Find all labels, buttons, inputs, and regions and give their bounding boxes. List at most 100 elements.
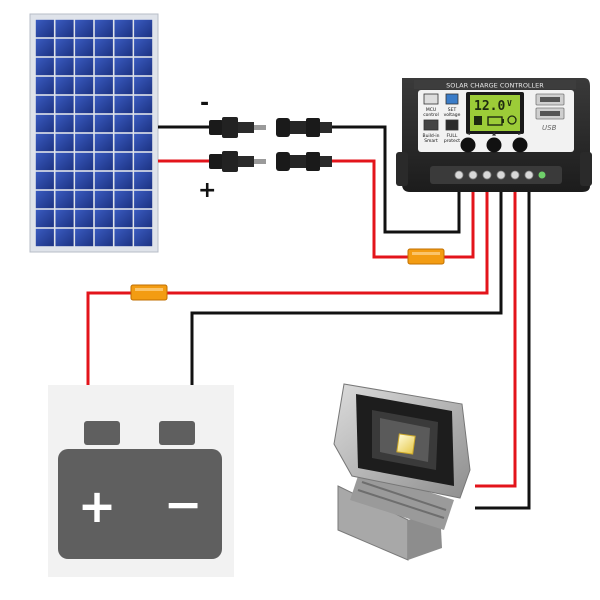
solar-cell (35, 133, 54, 152)
solar-cell (134, 76, 153, 95)
battery-body (58, 449, 222, 559)
solar-cell (94, 19, 113, 38)
controller-wiring (86, 125, 531, 510)
solar-cell (114, 228, 133, 247)
feature-label-2-line2: Smart (424, 138, 438, 144)
solar-cell (55, 228, 74, 247)
solar-cell (134, 114, 153, 133)
solar-cell (55, 133, 74, 152)
solar-cell (94, 76, 113, 95)
solar-cell (55, 95, 74, 114)
solar-cell (114, 171, 133, 190)
solar-panel (29, 13, 159, 253)
solar-negative-wire (332, 125, 461, 234)
solar-cell (94, 57, 113, 76)
battery-positive-terminal (84, 421, 120, 445)
solar-cell (75, 114, 94, 133)
solar-cell (75, 171, 94, 190)
controller-button-middle[interactable] (486, 137, 502, 153)
battery-negative-wire (190, 190, 503, 408)
solar-cell (94, 38, 113, 57)
solar-cell (75, 190, 94, 209)
solar-cell (75, 38, 94, 57)
svg-text:◄: ◄ (466, 131, 470, 137)
feature-label-0-line1: MCU (426, 107, 436, 113)
solar-cell (114, 190, 133, 209)
feature-label-3-line2: protect (444, 138, 460, 144)
solar-cell (35, 19, 54, 38)
solar-cell (134, 133, 153, 152)
solar-cell (94, 171, 113, 190)
solar-cell (94, 190, 113, 209)
solar-cell (134, 38, 153, 57)
solar-cell (55, 190, 74, 209)
solar-cell (114, 19, 133, 38)
solar-cell (114, 133, 133, 152)
solar-cell (94, 228, 113, 247)
solar-cell (134, 228, 153, 247)
controller-button-right[interactable] (512, 137, 528, 153)
svg-text:►: ► (518, 131, 522, 137)
feature-label-3-line1: FULL (447, 133, 458, 139)
lcd-voltage-unit: V (507, 99, 512, 108)
solar-cell (55, 38, 74, 57)
terminal-screw (454, 170, 464, 180)
solar-cell (35, 76, 54, 95)
controller-terminals (454, 170, 546, 180)
solar-cell (94, 152, 113, 171)
solar-inline-fuse (407, 248, 445, 265)
controller-feature-icons: MCU control SET voltage Build-in Smart F… (422, 93, 461, 144)
terminal-screw (496, 170, 506, 180)
solar-cell (94, 209, 113, 228)
load-positive-wire (475, 190, 517, 488)
solar-charge-controller: SOLAR CHARGE CONTROLLER MCU control SET … (396, 78, 592, 192)
battery-minus-symbol: − (164, 477, 203, 531)
solar-cell (35, 114, 54, 133)
panel-negative-sign: - (200, 91, 209, 116)
led-flood-light (333, 383, 471, 561)
solar-positive-wire (332, 159, 475, 259)
solar-cell (35, 209, 54, 228)
panel-leads (158, 125, 210, 163)
controller-button-left[interactable] (460, 137, 476, 153)
controller-title: SOLAR CHARGE CONTROLLER (446, 82, 544, 90)
solar-cell (55, 76, 74, 95)
solar-cell (134, 190, 153, 209)
terminal-screw (468, 170, 478, 180)
panel-positive-sign: + (198, 178, 216, 203)
svg-text:▲: ▲ (492, 131, 496, 137)
solar-cell (75, 57, 94, 76)
solar-cell (55, 57, 74, 76)
battery-positive-wire (86, 190, 489, 408)
solar-cell (134, 19, 153, 38)
battery-inline-fuse (130, 284, 168, 301)
mc4-connector-negative-male (209, 117, 266, 138)
solar-cell (75, 228, 94, 247)
solar-cell (55, 171, 74, 190)
solar-cell (114, 38, 133, 57)
solar-cell (134, 171, 153, 190)
solar-cell (55, 209, 74, 228)
solar-cell (35, 38, 54, 57)
solar-cell (75, 209, 94, 228)
status-led (538, 171, 546, 179)
controller-usb-ports[interactable]: USB (535, 93, 565, 132)
solar-cell (55, 114, 74, 133)
solar-cell (75, 95, 94, 114)
load-negative-wire (475, 190, 531, 510)
usb-label: USB (542, 124, 557, 132)
battery-plus-symbol: + (78, 479, 117, 533)
terminal-screw (524, 170, 534, 180)
solar-cell (134, 152, 153, 171)
mc4-connectors (209, 117, 332, 172)
solar-cell (35, 95, 54, 114)
solar-cell (35, 171, 54, 190)
solar-cell (94, 95, 113, 114)
solar-cell (35, 57, 54, 76)
battery-negative-terminal (159, 421, 195, 445)
flood-light-heatsink (350, 470, 454, 530)
mc4-connector-positive-female (276, 152, 332, 171)
flood-light-led-chip (396, 433, 416, 455)
mc4-connector-positive-male (209, 151, 266, 172)
